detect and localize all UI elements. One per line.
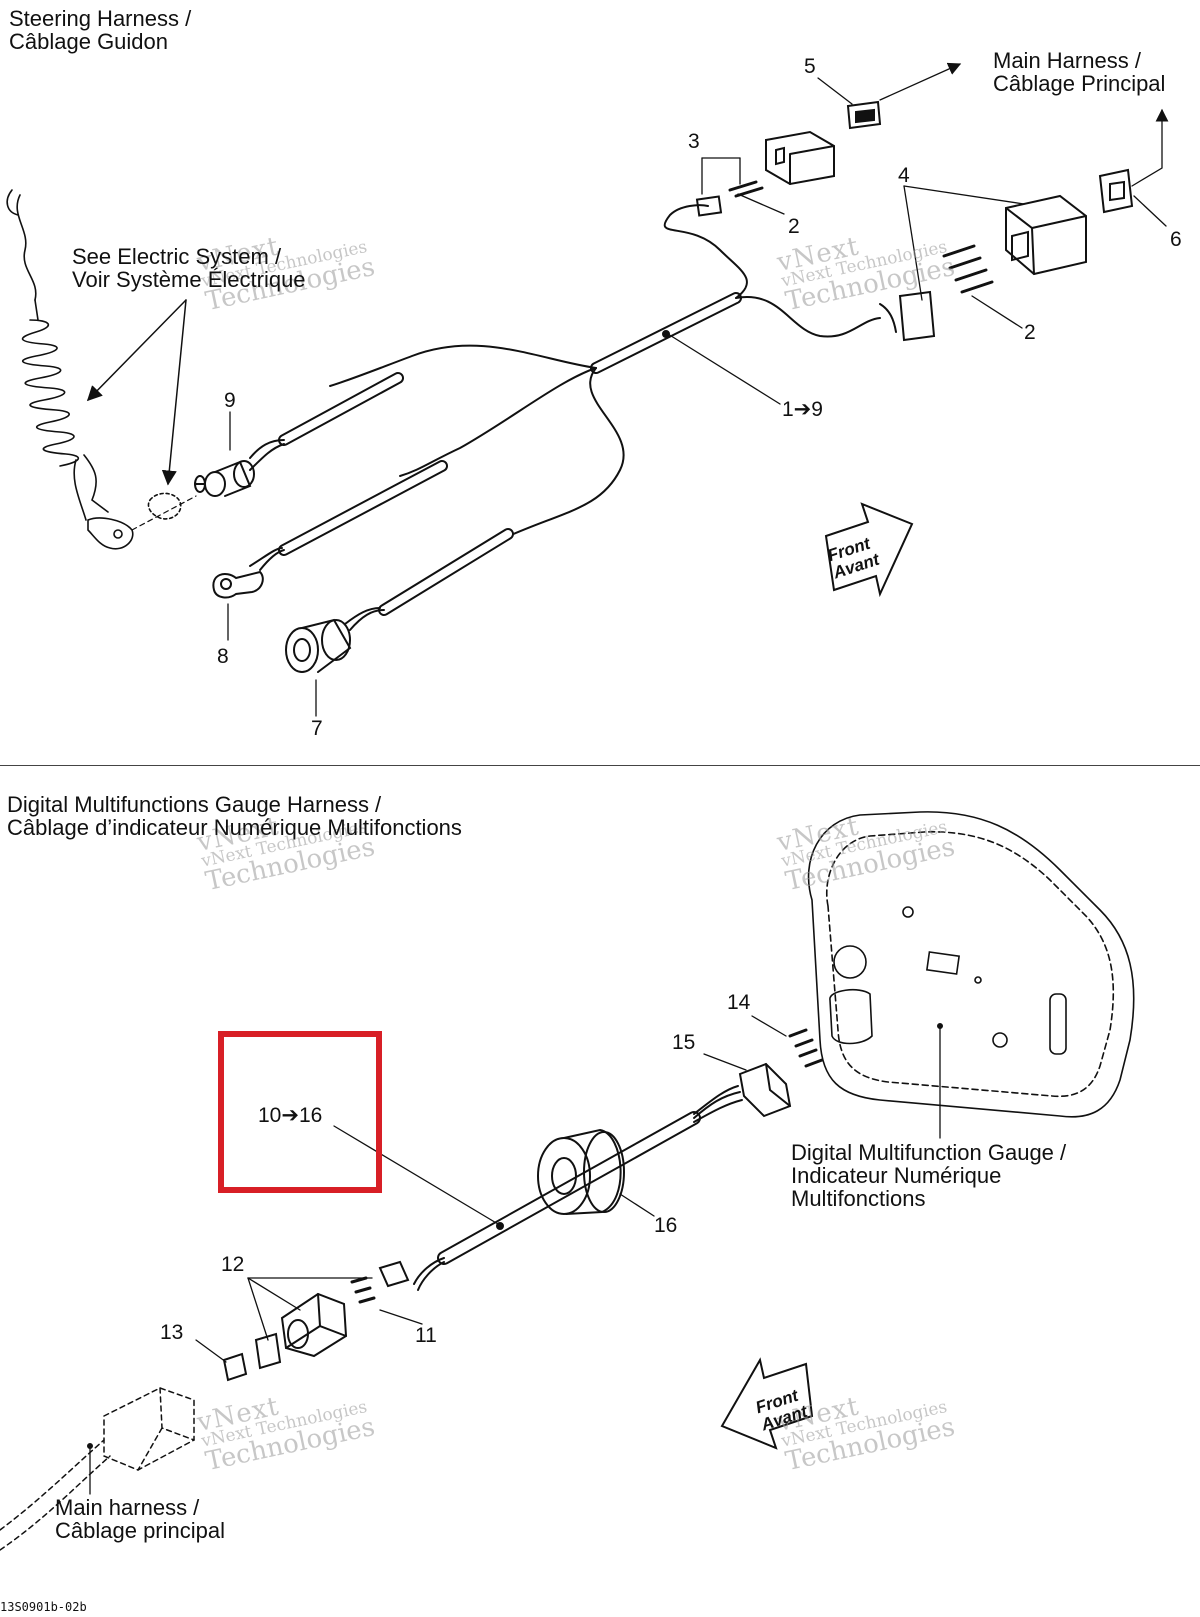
callout-10-16: 10➔16 <box>258 1104 323 1127</box>
main-harness-label-top: Main Harness / Câblage Principal <box>993 49 1165 95</box>
callout-4: 4 <box>898 164 910 187</box>
highlight-box <box>218 1031 382 1193</box>
see-electric-system-label: See Electric System / Voir Système Élect… <box>72 245 306 291</box>
drawing-code: 13S0901b-02b <box>0 1600 87 1614</box>
part-3-connector <box>695 130 835 217</box>
label-line: Câblage principal <box>55 1518 225 1543</box>
front-arrow-bottom <box>720 1357 814 1450</box>
label-line: Multifonctions <box>791 1186 926 1211</box>
title-line: Câblage d’indicateur Numérique Multifonc… <box>7 815 462 840</box>
part-15-connector <box>738 1028 824 1118</box>
part-6-lock <box>1098 168 1134 214</box>
title-line: Steering Harness / <box>9 6 192 31</box>
part-11-plug <box>350 1260 410 1304</box>
part-13-lock <box>222 1352 248 1382</box>
main-harness-plug <box>0 1387 195 1551</box>
digital-gauge-label: Digital Multifunction Gauge / Indicateur… <box>791 1141 1066 1210</box>
coiled-cable <box>6 189 182 550</box>
part-16-grommet <box>537 1128 625 1215</box>
part-8-ring <box>212 570 264 599</box>
callout-1-9: 1➔9 <box>782 398 823 421</box>
label-line: Main Harness / <box>993 48 1141 73</box>
callout-7: 7 <box>311 717 323 740</box>
label-line: Indicateur Numérique <box>791 1163 1002 1188</box>
part-12-connector <box>254 1292 348 1370</box>
label-line: Main harness / <box>55 1495 200 1520</box>
title-line: Câblage Guidon <box>9 29 169 54</box>
part-7-sensor <box>285 618 352 673</box>
front-arrow-top <box>824 502 914 598</box>
label-line: Voir Système Électrique <box>72 267 306 292</box>
callout-12: 12 <box>221 1253 245 1276</box>
callout-6: 6 <box>1170 228 1182 251</box>
callout-11: 11 <box>415 1324 437 1347</box>
part-5-lock <box>846 100 882 130</box>
label-line: See Electric System / <box>72 244 282 269</box>
part-4-connector <box>879 194 1087 342</box>
callout-14: 14 <box>727 991 751 1014</box>
callout-5: 5 <box>804 55 816 78</box>
gauge-harness-title: Digital Multifunctions Gauge Harness / C… <box>7 793 462 839</box>
label-line: Câblage Principal <box>993 71 1166 96</box>
callout-13: 13 <box>160 1321 184 1344</box>
callout-15: 15 <box>672 1031 696 1054</box>
callout-2: 2 <box>1024 321 1036 344</box>
title-line: Digital Multifunctions Gauge Harness / <box>7 792 382 817</box>
callout-2: 2 <box>788 215 800 238</box>
gauge-body <box>807 811 1135 1118</box>
part-9-sensor <box>194 460 255 497</box>
callout-9: 9 <box>224 389 236 412</box>
callout-3: 3 <box>688 130 700 153</box>
callout-8: 8 <box>217 645 229 668</box>
gauge-harness-trunk <box>413 1085 743 1291</box>
section-divider <box>0 765 1200 766</box>
steering-harness-title: Steering Harness / Câblage Guidon <box>9 7 191 53</box>
callout-16: 16 <box>654 1214 678 1237</box>
main-harness-label-bottom: Main harness / Câblage principal <box>55 1496 225 1542</box>
label-line: Digital Multifunction Gauge / <box>791 1140 1067 1165</box>
